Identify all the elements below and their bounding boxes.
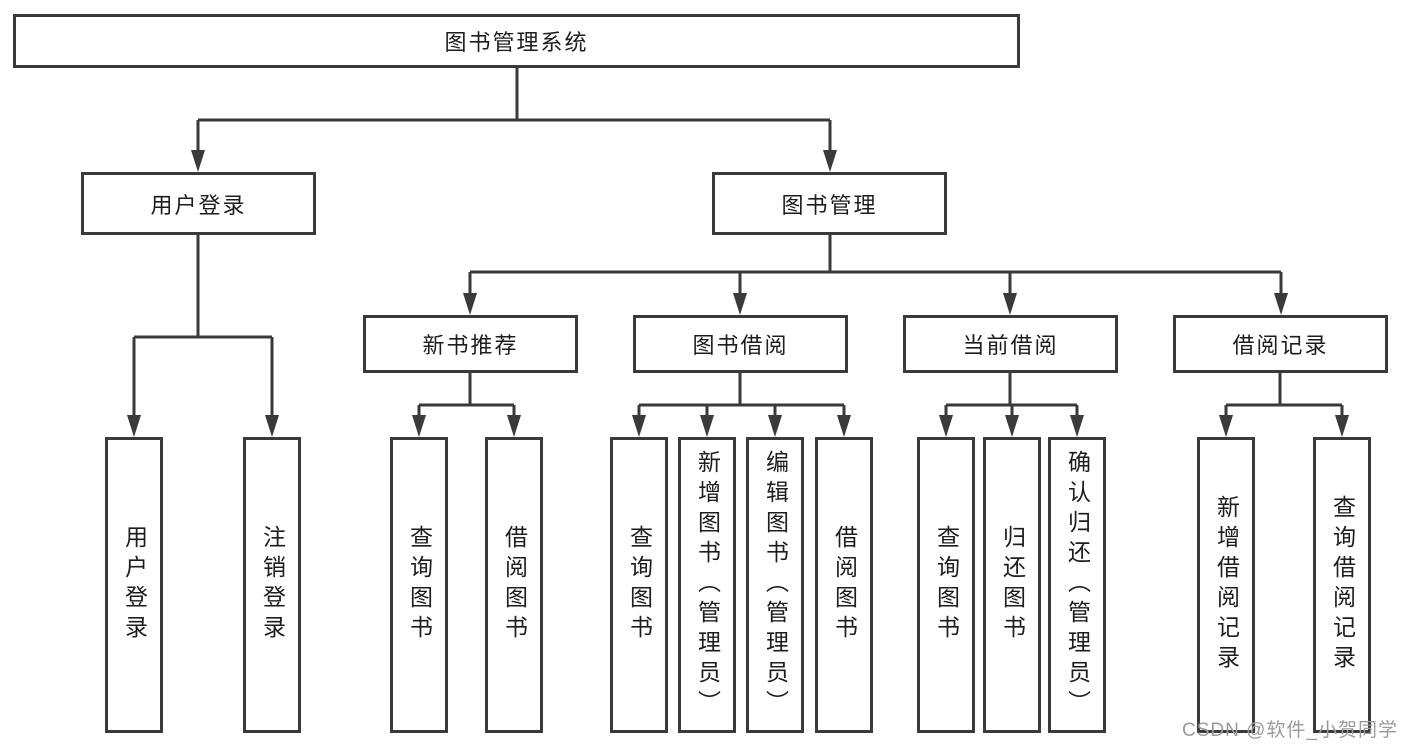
node-user-login: 用户登录 xyxy=(81,172,316,235)
leaf-query-books-recommend-label: 查询图书 xyxy=(406,525,433,645)
node-root-label: 图书管理系统 xyxy=(444,30,589,55)
leaf-add-borrow-record-label: 新增借阅记录 xyxy=(1213,495,1240,675)
leaf-query-books-current: 查询图书 xyxy=(917,437,975,733)
leaf-return-books-label: 归还图书 xyxy=(999,525,1026,645)
watermark: CSDN @软件_小贺同学 xyxy=(1182,720,1398,741)
leaf-return-books: 归还图书 xyxy=(983,437,1041,733)
leaf-query-borrow-record-label: 查询借阅记录 xyxy=(1329,495,1356,675)
node-borrow-records: 借阅记录 xyxy=(1173,315,1388,373)
leaf-add-borrow-record: 新增借阅记录 xyxy=(1197,437,1255,733)
leaf-confirm-return-admin: 确认归还（管理员） xyxy=(1048,437,1106,733)
leaf-add-books-admin-label: 新增图书（管理员） xyxy=(694,450,721,720)
leaf-query-borrow-record: 查询借阅记录 xyxy=(1313,437,1371,733)
node-book-borrow-label: 图书借阅 xyxy=(692,333,789,358)
leaf-add-books-admin: 新增图书（管理员） xyxy=(678,437,736,733)
leaf-query-books-borrow: 查询图书 xyxy=(610,437,668,733)
node-book-management-label: 图书管理 xyxy=(781,192,878,218)
node-new-book-recommend-label: 新书推荐 xyxy=(422,333,519,358)
leaf-borrow-books-label: 借阅图书 xyxy=(831,525,858,645)
leaf-borrow-books-recommend-label: 借阅图书 xyxy=(501,525,528,645)
node-current-borrow: 当前借阅 xyxy=(903,315,1118,373)
node-user-login-label: 用户登录 xyxy=(150,192,247,218)
leaf-query-books-borrow-label: 查询图书 xyxy=(626,525,653,645)
leaf-edit-books-admin-label: 编辑图书（管理员） xyxy=(762,450,789,720)
leaf-borrow-books: 借阅图书 xyxy=(815,437,873,733)
node-book-management: 图书管理 xyxy=(712,172,947,235)
leaf-user-login: 用户登录 xyxy=(105,437,163,733)
leaf-logout: 注销登录 xyxy=(243,437,301,733)
leaf-user-login-label: 用户登录 xyxy=(121,525,148,645)
leaf-borrow-books-recommend: 借阅图书 xyxy=(485,437,543,733)
leaf-query-books-current-label: 查询图书 xyxy=(933,525,960,645)
node-book-borrow: 图书借阅 xyxy=(633,315,848,373)
node-borrow-records-label: 借阅记录 xyxy=(1232,333,1329,358)
leaf-query-books-recommend: 查询图书 xyxy=(390,437,448,733)
leaf-logout-label: 注销登录 xyxy=(259,525,286,645)
leaf-edit-books-admin: 编辑图书（管理员） xyxy=(746,437,804,733)
node-root: 图书管理系统 xyxy=(13,14,1020,68)
node-new-book-recommend: 新书推荐 xyxy=(363,315,578,373)
leaf-confirm-return-admin-label: 确认归还（管理员） xyxy=(1064,450,1091,720)
node-current-borrow-label: 当前借阅 xyxy=(962,333,1059,358)
